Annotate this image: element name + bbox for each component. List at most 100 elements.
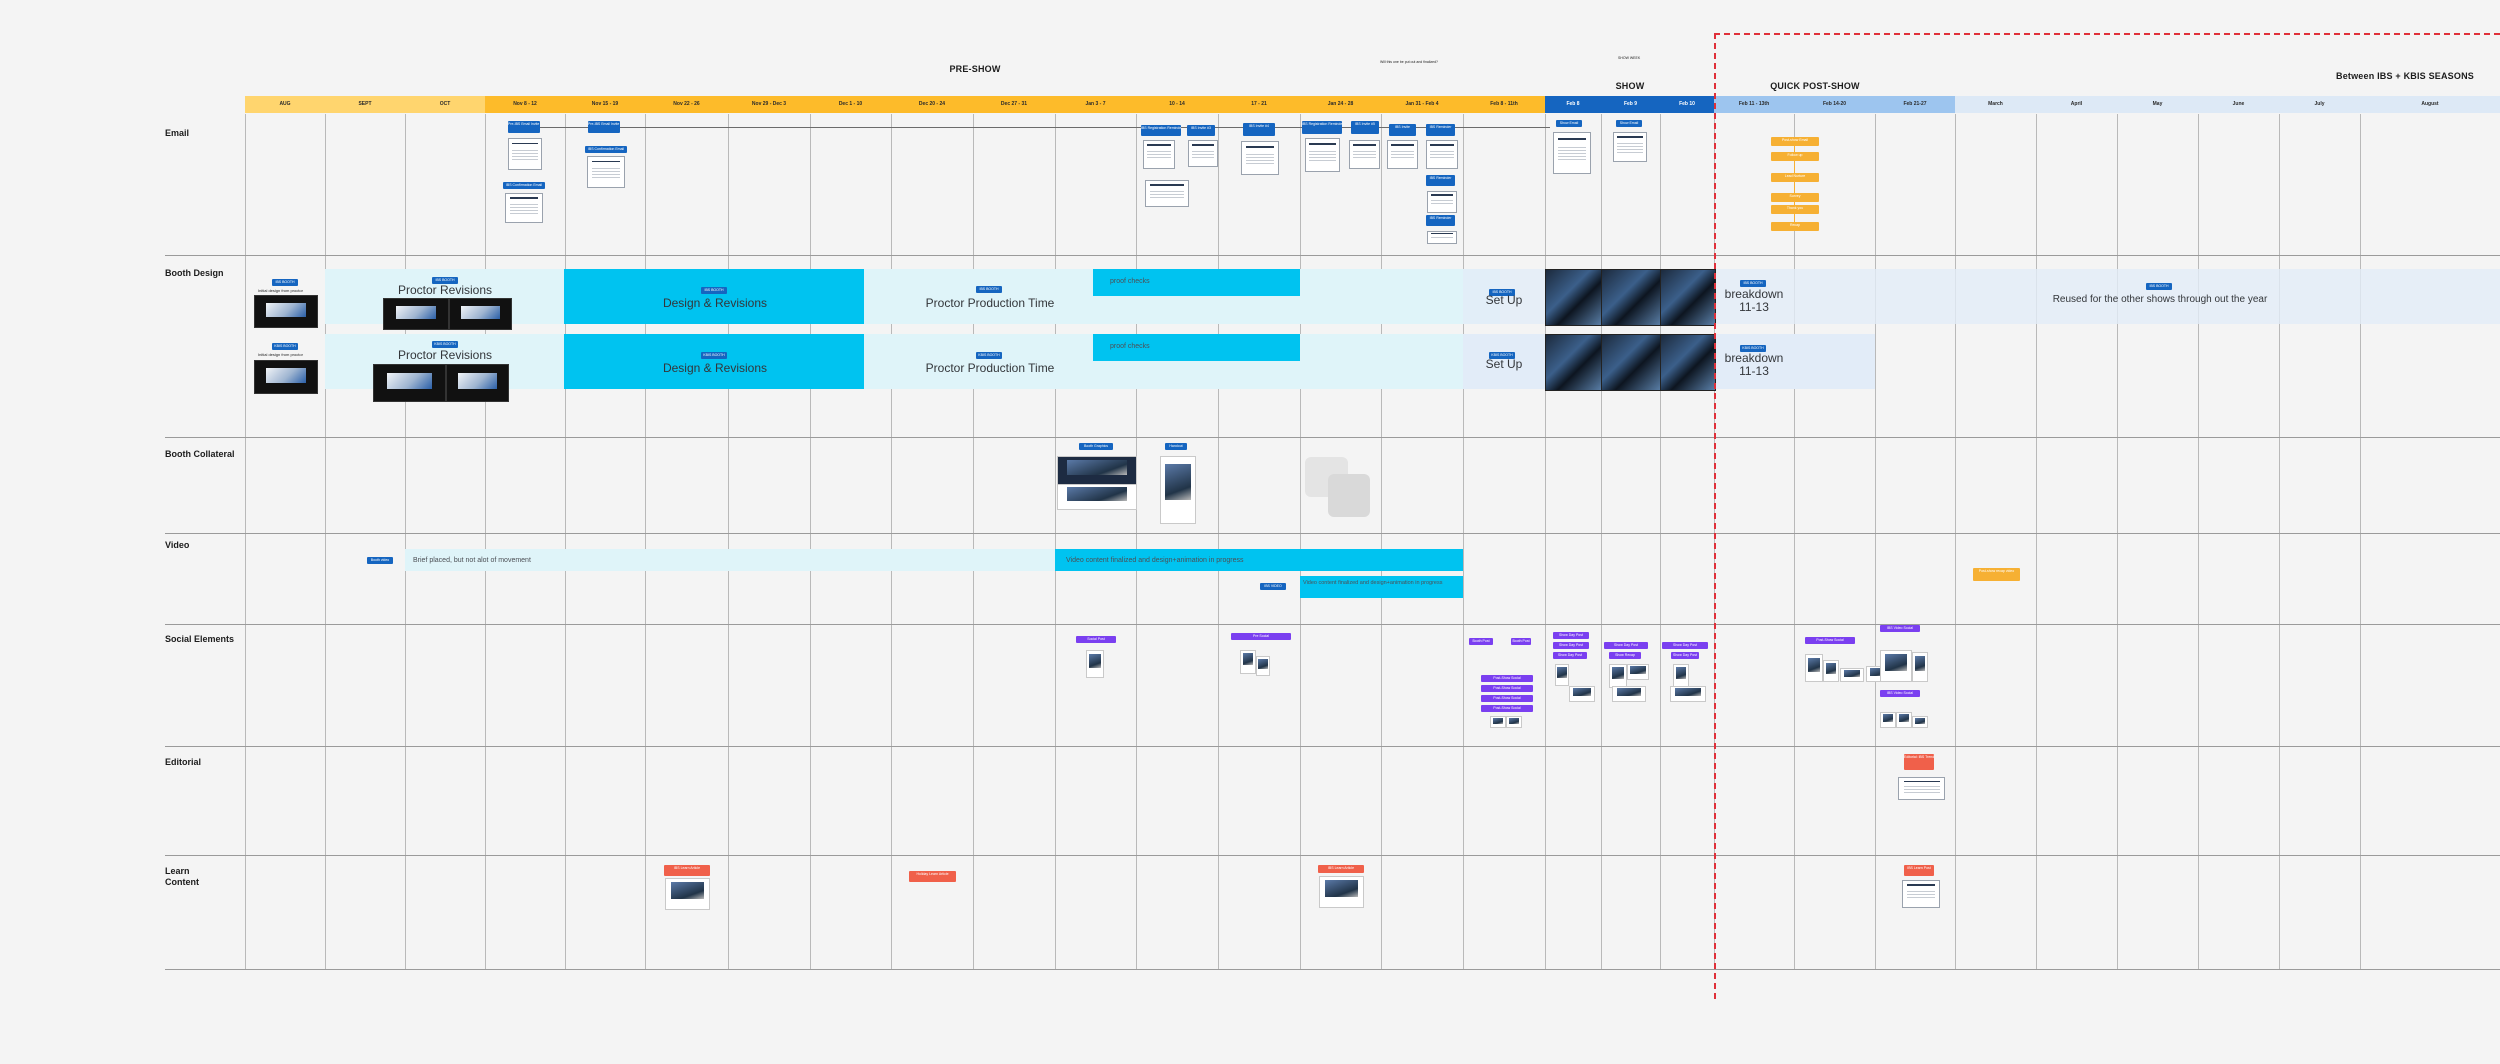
editorial-thumbnail[interactable] xyxy=(1898,777,1945,800)
learn-thumbnail[interactable] xyxy=(665,878,710,910)
post-show-email-tag[interactable]: Post-show Email xyxy=(1771,137,1819,146)
email-tag[interactable]: IBS Reminder xyxy=(1426,175,1455,186)
learn-tag[interactable]: Holiday Learn Article xyxy=(909,871,956,882)
booth-tag[interactable]: IBS BOOTH xyxy=(701,287,727,294)
post-show-email-tag[interactable]: Survey xyxy=(1771,193,1819,202)
booth-tag[interactable]: KBIS BOOTH xyxy=(1740,345,1766,352)
collateral-tag[interactable]: Handout xyxy=(1165,443,1187,450)
collateral-thumbnail[interactable] xyxy=(1057,456,1137,486)
email-thumbnail[interactable] xyxy=(1188,140,1218,167)
booth-tag[interactable]: IBS BOOTH xyxy=(976,286,1002,293)
email-thumbnail[interactable] xyxy=(1241,141,1279,175)
social-thumbnail[interactable] xyxy=(1880,650,1912,682)
email-thumbnail[interactable] xyxy=(1349,140,1380,169)
booth-tag[interactable]: KBIS BOOTH xyxy=(432,341,458,348)
email-thumbnail[interactable] xyxy=(1553,132,1591,174)
social-tag[interactable]: Show Day Post xyxy=(1662,642,1708,649)
booth-tag[interactable]: IBS BOOTH xyxy=(1740,280,1766,287)
social-tag[interactable]: Show Recap xyxy=(1609,652,1641,659)
social-tag[interactable]: Post-Show Social xyxy=(1481,675,1533,682)
email-thumbnail[interactable] xyxy=(1387,140,1418,169)
booth-tag[interactable]: KBIS BOOTH xyxy=(272,343,298,350)
email-tag[interactable]: IBS Invite #4 xyxy=(1243,123,1275,136)
email-tag[interactable]: IBS Confirmation Email xyxy=(503,182,545,189)
social-tag[interactable]: IBS Video Social xyxy=(1880,690,1920,697)
collateral-tag[interactable]: Booth Graphics xyxy=(1079,443,1113,450)
social-tag[interactable]: Social Post xyxy=(1076,636,1116,643)
booth-render[interactable] xyxy=(254,295,318,328)
post-show-email-tag[interactable]: Recap xyxy=(1771,222,1819,231)
email-thumbnail[interactable] xyxy=(1143,140,1175,169)
email-thumbnail[interactable] xyxy=(1427,231,1457,244)
booth-render[interactable] xyxy=(446,364,509,402)
learn-thumbnail[interactable] xyxy=(1319,876,1364,908)
booth-render[interactable] xyxy=(449,298,512,330)
social-tag[interactable]: Booth Post xyxy=(1511,638,1531,645)
email-tag[interactable]: IBS Registration Reminder xyxy=(1141,125,1181,136)
learn-tag[interactable]: IBS Learn Post xyxy=(1904,865,1934,876)
tshirt-graphic[interactable] xyxy=(1328,474,1370,517)
email-thumbnail[interactable] xyxy=(1426,140,1458,169)
social-thumbnail[interactable] xyxy=(1912,652,1928,682)
email-tag[interactable]: IBS Reminder xyxy=(1426,215,1455,226)
video-progress-bar[interactable] xyxy=(1300,576,1463,598)
post-show-email-tag[interactable]: Thank you xyxy=(1771,205,1819,214)
email-thumbnail[interactable] xyxy=(1427,191,1457,213)
booth-tag[interactable]: IBS BOOTH xyxy=(272,279,298,286)
social-thumbnail[interactable] xyxy=(1256,656,1270,676)
social-thumbnail[interactable] xyxy=(1569,686,1595,702)
email-thumbnail[interactable] xyxy=(1613,132,1647,162)
email-tag[interactable]: IBS Invite #3 xyxy=(1187,125,1215,136)
email-tag[interactable]: IBS Confirmation Email xyxy=(585,146,627,153)
email-thumbnail[interactable] xyxy=(1305,138,1340,172)
post-show-email-tag[interactable]: Follow up xyxy=(1771,152,1819,161)
email-tag[interactable]: Show Email xyxy=(1616,120,1642,127)
social-tag[interactable]: Show Day Post xyxy=(1553,632,1589,639)
booth-photo[interactable] xyxy=(1660,334,1716,391)
email-tag[interactable]: IBS Invite xyxy=(1389,124,1416,136)
email-tag[interactable]: IBS Registration Reminder xyxy=(1302,121,1342,134)
email-thumbnail[interactable] xyxy=(587,156,625,188)
social-tag[interactable]: Post-Show Social xyxy=(1481,705,1533,712)
collateral-thumbnail[interactable] xyxy=(1057,484,1137,510)
social-thumbnail[interactable] xyxy=(1673,664,1689,688)
learn-tag[interactable]: IBS Learn Article xyxy=(1318,865,1364,873)
booth-photo[interactable] xyxy=(1545,334,1603,391)
social-thumbnail[interactable] xyxy=(1612,686,1646,702)
design-revisions-bar[interactable] xyxy=(564,269,864,324)
booth-photo[interactable] xyxy=(1660,269,1716,326)
social-thumbnail[interactable] xyxy=(1670,686,1706,702)
video-progress-bar[interactable] xyxy=(1055,549,1463,571)
social-tag[interactable]: Show Day Post xyxy=(1671,652,1699,659)
email-tag[interactable]: Show Email xyxy=(1556,120,1582,127)
social-tag[interactable]: Show Day Post xyxy=(1553,642,1589,649)
booth-render[interactable] xyxy=(254,360,318,394)
video-tag[interactable]: IBS VIDEO xyxy=(1260,583,1286,590)
video-tag[interactable]: Booth video xyxy=(367,557,393,564)
social-tag[interactable]: IBS Video Social xyxy=(1880,625,1920,632)
social-thumbnail[interactable] xyxy=(1880,712,1896,728)
proof-checks-bar[interactable] xyxy=(1093,269,1300,296)
email-tag[interactable]: Pre-IBS Email Invite #2 xyxy=(588,121,620,133)
social-thumbnail[interactable] xyxy=(1840,668,1864,682)
collateral-thumbnail[interactable] xyxy=(1160,456,1196,524)
learn-tag[interactable]: IBS Learn Article xyxy=(664,865,710,876)
social-tag[interactable]: Booth Post xyxy=(1469,638,1493,645)
social-tag[interactable]: Post-Show Social xyxy=(1805,637,1855,644)
booth-tag[interactable]: IBS BOOTH xyxy=(1489,289,1515,296)
editorial-tag[interactable]: Editorial: IBS Trends Article xyxy=(1904,754,1934,770)
learn-thumbnail[interactable] xyxy=(1902,880,1940,908)
social-tag[interactable]: Pre Social xyxy=(1231,633,1291,640)
post-show-email-tag[interactable]: Lead Nurture xyxy=(1771,173,1819,182)
booth-render[interactable] xyxy=(373,364,446,402)
social-thumbnail[interactable] xyxy=(1240,650,1256,674)
social-thumbnail[interactable] xyxy=(1896,712,1912,728)
social-tag[interactable]: Show Day Post xyxy=(1604,642,1648,649)
proof-checks-bar[interactable] xyxy=(1093,334,1300,361)
email-thumbnail[interactable] xyxy=(1145,180,1189,207)
social-thumbnail[interactable] xyxy=(1912,716,1928,728)
social-tag[interactable]: Post-Show Social xyxy=(1481,695,1533,702)
social-thumbnail[interactable] xyxy=(1627,664,1649,680)
design-revisions-bar[interactable] xyxy=(564,334,864,389)
social-thumbnail[interactable] xyxy=(1823,660,1839,682)
